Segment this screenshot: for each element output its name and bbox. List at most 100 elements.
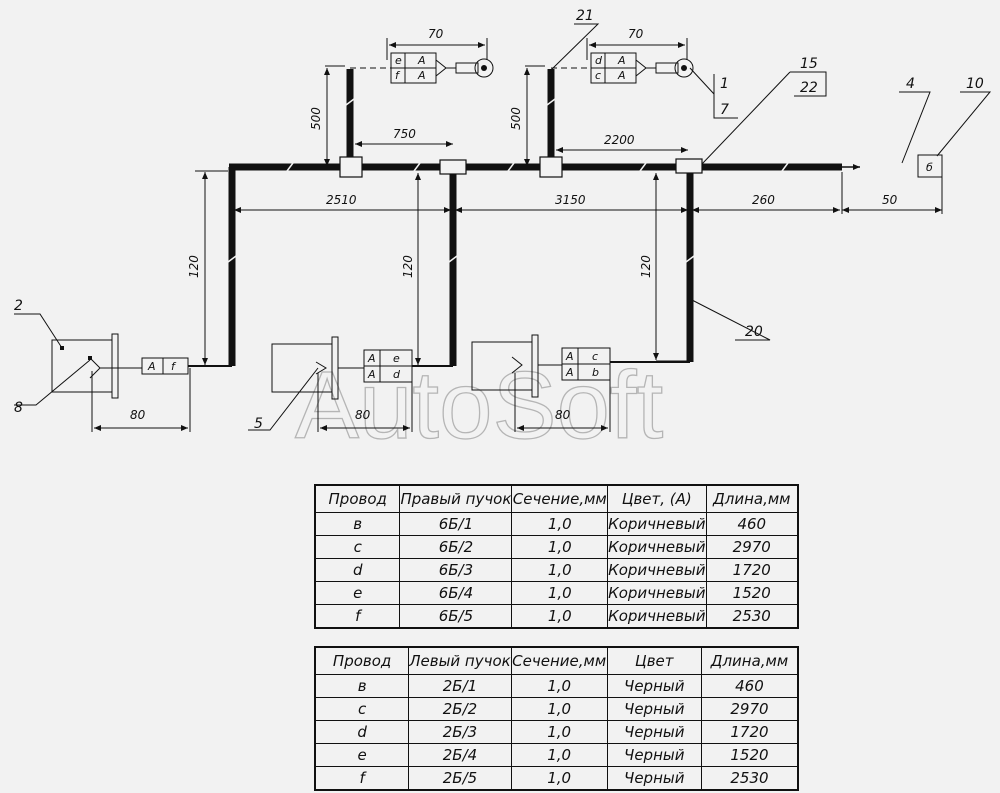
- wire-letter: f: [395, 69, 401, 82]
- table-cell: 1720: [705, 558, 799, 582]
- table-cell: e: [314, 743, 410, 767]
- table-cell: c: [314, 535, 401, 559]
- plug-letter: A: [367, 352, 376, 365]
- table-cell: 2Б/1: [408, 674, 512, 698]
- dim-500-right: 500: [509, 107, 523, 130]
- harness-diagram: AutoSoft e A f A 70: [14, 8, 992, 460]
- harness-trunk: [228, 69, 842, 366]
- table-cell: 1,0: [511, 535, 609, 559]
- dim-2510: 2510: [326, 193, 357, 207]
- connector-left: [51, 333, 232, 399]
- table-cell: 1,0: [510, 720, 608, 744]
- table-cell: 460: [700, 674, 799, 698]
- col-header: Правый пучок: [399, 484, 513, 513]
- dim-120-b: 120: [401, 255, 415, 278]
- col-header: Цвет: [606, 646, 702, 675]
- table-cell: e: [314, 581, 401, 605]
- connector-right: [471, 334, 690, 398]
- table-header-row: Провод Правый пучок Сечение,мм Цвет, (A)…: [314, 484, 799, 513]
- dim-500-left: 500: [309, 107, 323, 130]
- terminal-b: [917, 154, 943, 178]
- plug-letter: A: [565, 350, 574, 363]
- table-cell: Коричневый: [607, 535, 707, 559]
- spec-table-left: Провод Левый пучок Сечение,мм Цвет Длина…: [314, 646, 799, 791]
- table-cell: 1,0: [510, 674, 608, 698]
- wire-letter: d: [595, 54, 603, 67]
- callout-10: 10: [966, 76, 984, 92]
- col-header: Длина,мм: [705, 484, 799, 513]
- table-cell: 6Б/4: [399, 581, 513, 605]
- callout-5: 5: [254, 416, 263, 432]
- dim-70-left: 70: [428, 27, 444, 41]
- table-cell: 1520: [700, 743, 799, 767]
- table-cell: f: [314, 604, 401, 629]
- callout-22: 22: [800, 80, 818, 96]
- table-cell: 1,0: [510, 743, 608, 767]
- plug-letter: A: [417, 54, 426, 67]
- table-cell: Коричневый: [607, 604, 707, 629]
- table-cell: в: [314, 674, 410, 698]
- table-cell: в: [314, 512, 401, 536]
- table-cell: 2Б/3: [408, 720, 512, 744]
- wire-letter: b: [592, 366, 599, 379]
- plug-letter: A: [417, 69, 426, 82]
- callout-2: 2: [14, 298, 23, 314]
- connector-top-left: e A f A 70: [350, 27, 494, 84]
- dim-80-c: 80: [555, 408, 571, 422]
- table-cell: 1,0: [511, 581, 609, 605]
- wire-letter: c: [595, 69, 601, 82]
- table-cell: 2970: [705, 535, 799, 559]
- table-cell: 6Б/2: [399, 535, 513, 559]
- plug-letter: A: [617, 54, 626, 67]
- col-header: Левый пучок: [408, 646, 512, 675]
- dim-70-right: 70: [628, 27, 644, 41]
- col-header: Сечение,мм: [510, 646, 608, 675]
- table-cell: 1,0: [511, 558, 609, 582]
- table-cell: Черный: [606, 720, 702, 744]
- plug-letter: A: [147, 360, 156, 373]
- callout-21: 21: [576, 8, 594, 24]
- table-cell: 1,0: [510, 766, 608, 791]
- trunk-break-marks: [227, 98, 789, 263]
- dim-80-a: 80: [130, 408, 146, 422]
- point-marker: [88, 356, 92, 360]
- wire-letter: e: [395, 54, 402, 67]
- col-header: Длина,мм: [700, 646, 799, 675]
- dim-750: 750: [393, 127, 416, 141]
- dim-2200: 2200: [604, 133, 635, 147]
- table-cell: d: [314, 720, 410, 744]
- col-header: Провод: [314, 484, 401, 513]
- table-cell: 1520: [705, 581, 799, 605]
- plug-letter: A: [617, 69, 626, 82]
- dim-50: 50: [882, 193, 898, 207]
- spec-table-right: Провод Правый пучок Сечение,мм Цвет, (A)…: [314, 484, 799, 629]
- table-cell: 2Б/2: [408, 697, 512, 721]
- dim-120-c: 120: [639, 255, 653, 278]
- callout-1: 1: [720, 76, 729, 92]
- table-header-row: Провод Левый пучок Сечение,мм Цвет Длина…: [314, 646, 799, 675]
- col-header: Сечение,мм: [511, 484, 609, 513]
- dim-120-a: 120: [187, 255, 201, 278]
- callout-4: 4: [906, 76, 915, 92]
- table-cell: d: [314, 558, 401, 582]
- dim-3150: 3150: [555, 193, 586, 207]
- table-cell: 2Б/4: [408, 743, 512, 767]
- table-cell: 1720: [700, 720, 799, 744]
- wire-letter: e: [393, 352, 400, 365]
- dim-260: 260: [752, 193, 775, 207]
- table-cell: Коричневый: [607, 512, 707, 536]
- table-cell: Коричневый: [607, 558, 707, 582]
- table-cell: Черный: [606, 766, 702, 791]
- table-cell: 460: [705, 512, 799, 536]
- watermark: AutoSoft: [295, 352, 663, 459]
